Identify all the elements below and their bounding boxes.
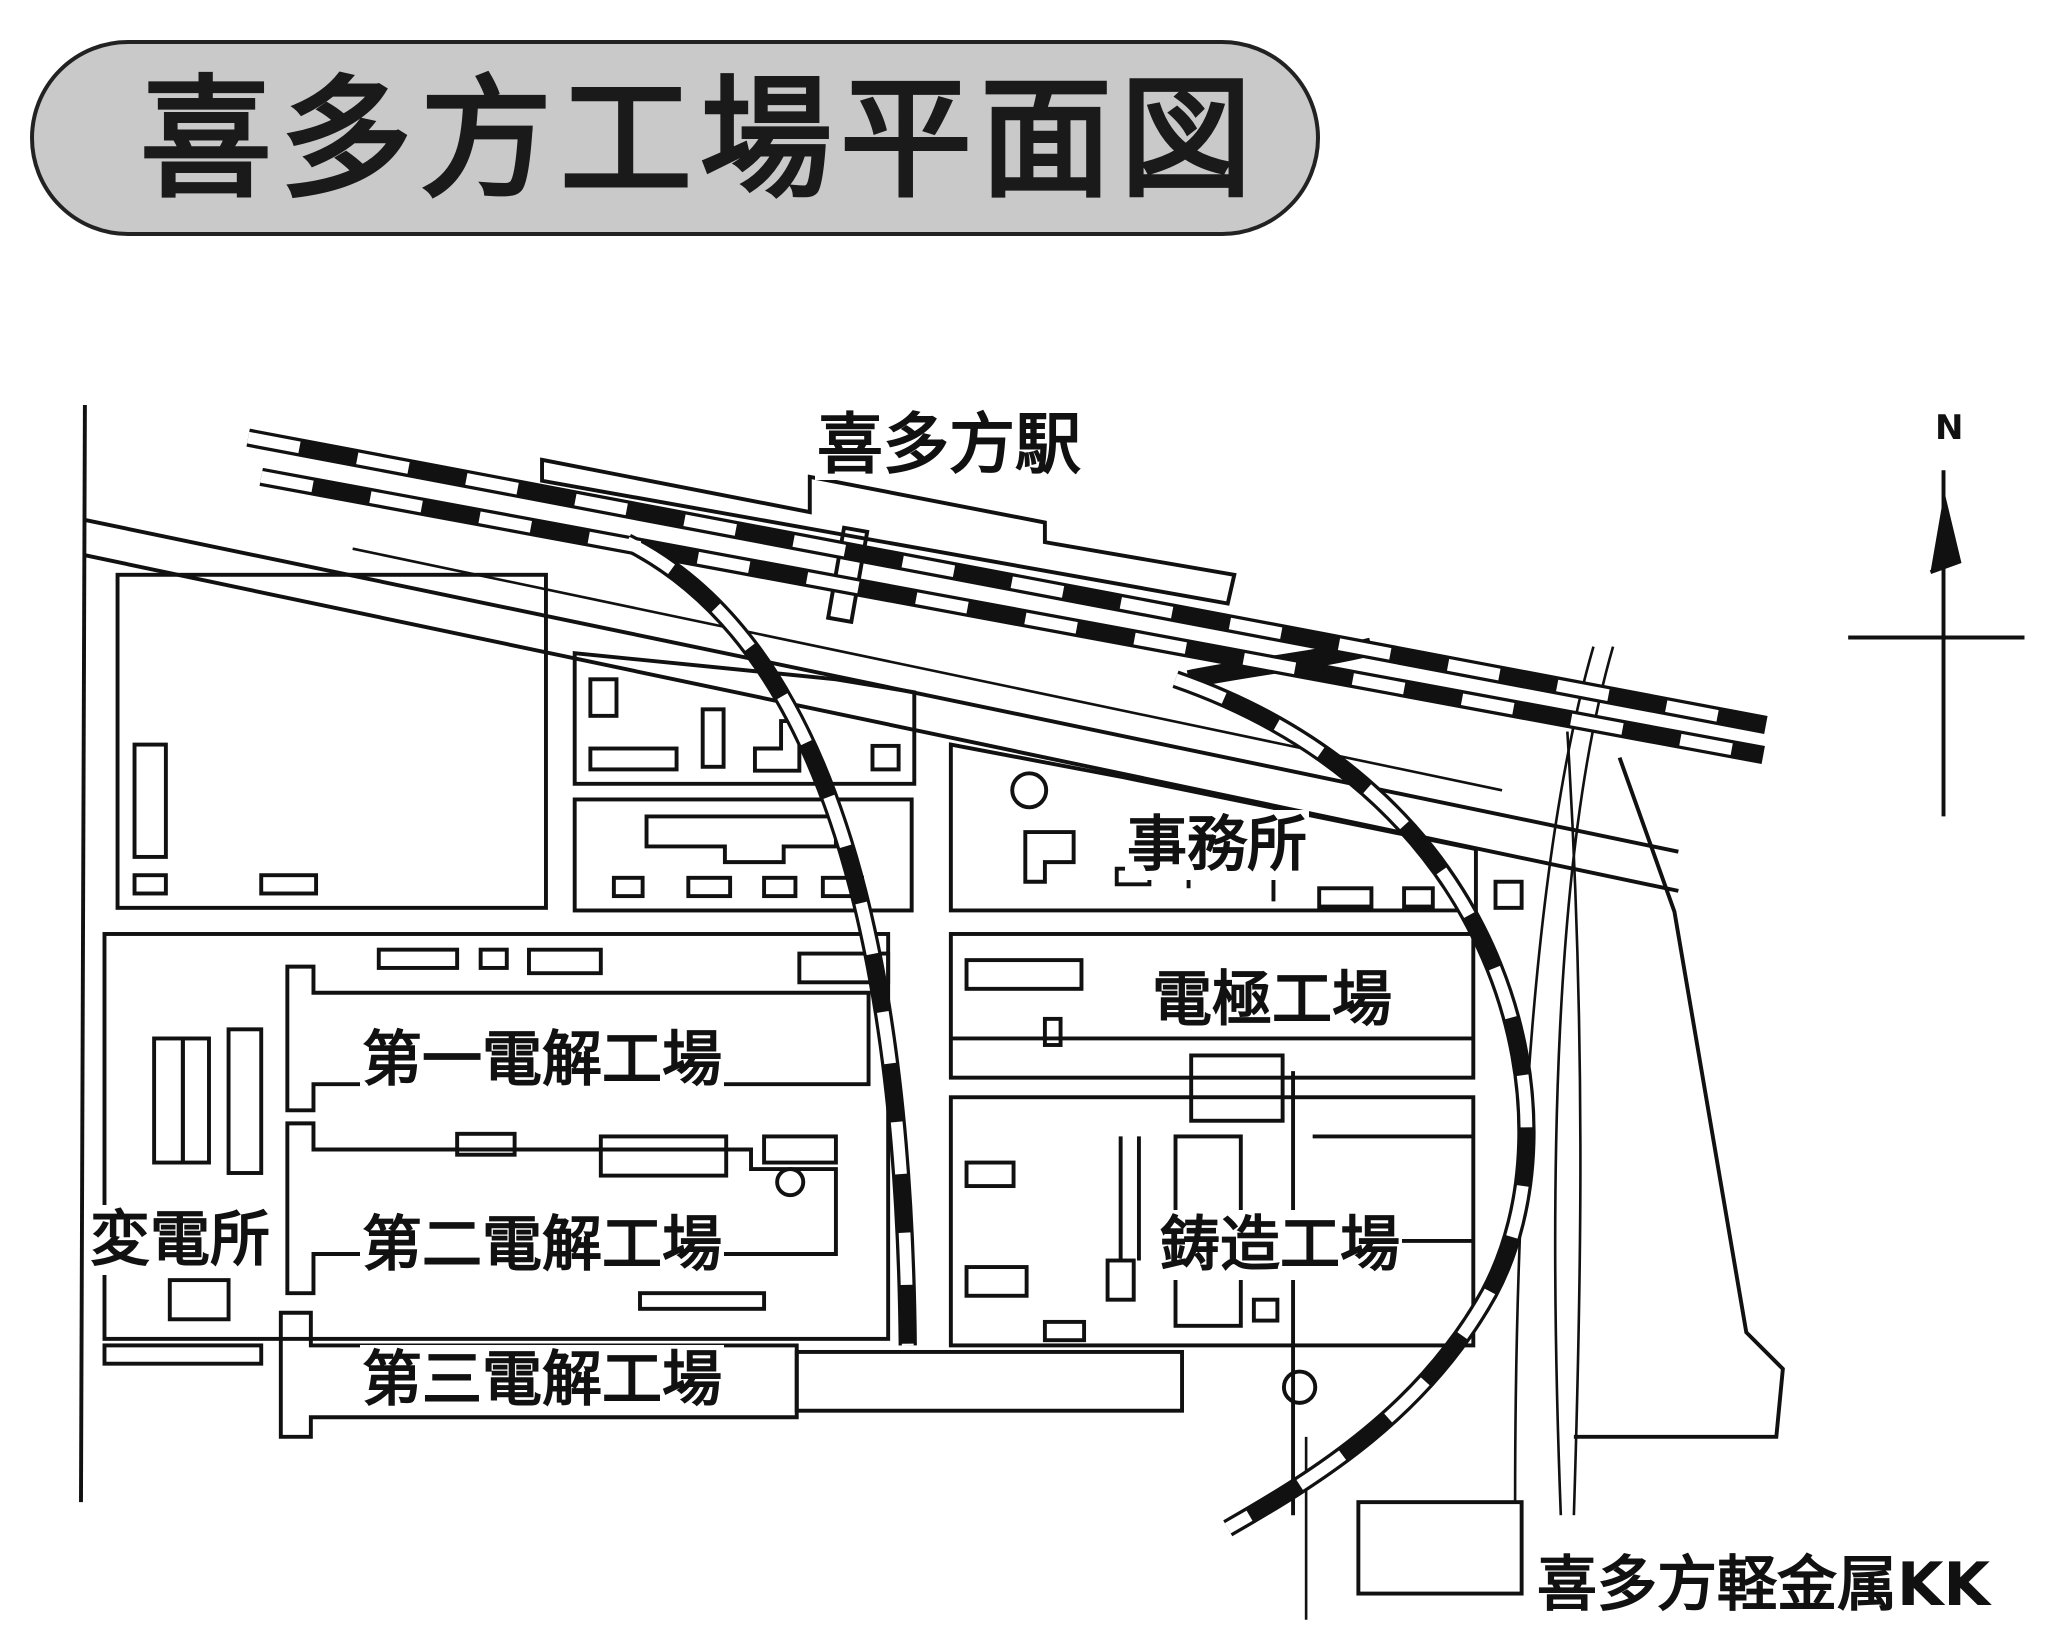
first-electrolysis-building (285, 964, 871, 1113)
block-n1 (572, 650, 917, 786)
label-station: 喜多方駅 (815, 406, 1083, 483)
railway (246, 428, 1768, 1537)
substation-equipment (152, 1036, 185, 1165)
label-third-electrolysis-plant: 第三電解工場 (360, 1345, 724, 1415)
label-first-electrolysis-plant: 第一電解工場 (360, 1025, 724, 1095)
page-title: 喜多方工場平面図 (140, 63, 1260, 217)
north-arrow-icon (1848, 470, 2025, 817)
station-footbridge (825, 525, 870, 625)
block-electrode (948, 932, 1476, 1080)
block-office (948, 742, 1478, 913)
block-casting (948, 1095, 1476, 1348)
block-electrolysis (102, 932, 891, 1341)
label-substation: 変電所 (88, 1205, 272, 1275)
site-boundary-left (79, 404, 87, 1503)
title-banner (30, 40, 1320, 236)
label-office: 事務所 (1125, 810, 1309, 880)
light-metal-building (1356, 1500, 1524, 1596)
block-n2 (572, 797, 914, 913)
label-electrode-plant: 電極工場 (1150, 965, 1394, 1035)
label-casting-plant: 鋳造工場 (1158, 1210, 1402, 1280)
east-boundary (1573, 756, 1785, 1439)
second-electrolysis-building (285, 1121, 838, 1296)
third-electrolysis-building (278, 1310, 799, 1439)
label-light-metal-company: 喜多方軽金属KK (1535, 1550, 1992, 1620)
block-nw (115, 572, 548, 910)
station-building (540, 457, 1237, 606)
third-electrolysis-annex (794, 1349, 1184, 1413)
north-label: N (1935, 408, 1964, 448)
label-second-electrolysis-plant: 第二電解工場 (360, 1210, 724, 1280)
